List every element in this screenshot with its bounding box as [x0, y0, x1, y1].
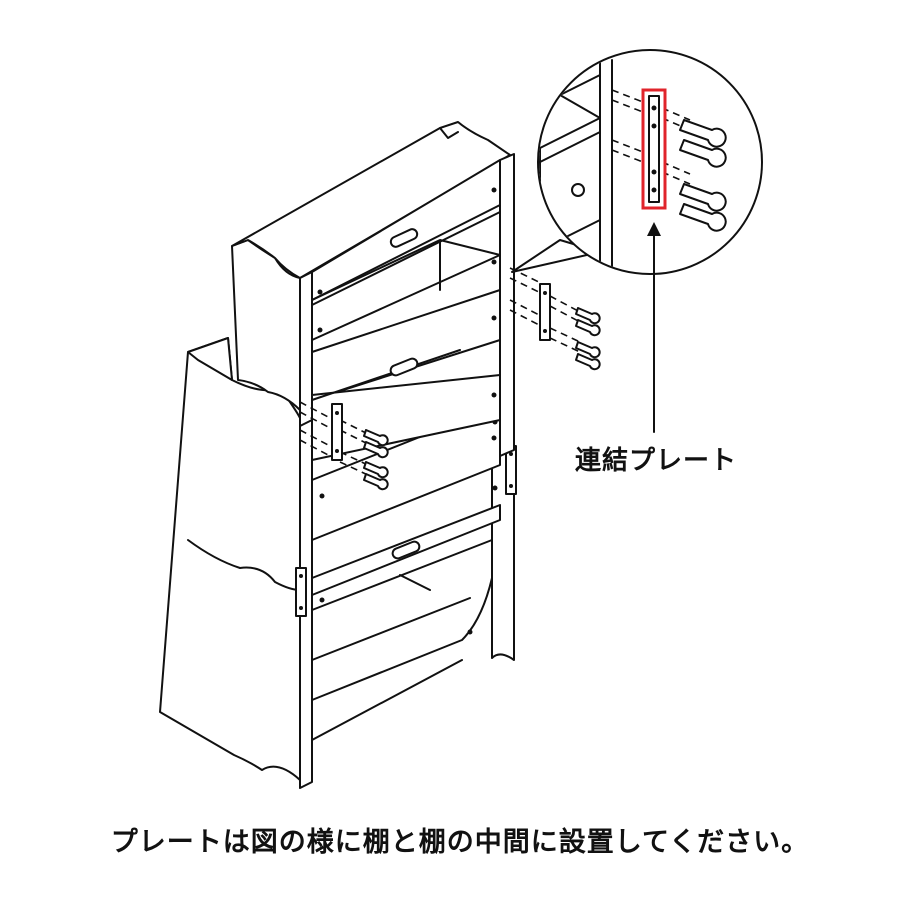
upper-shelf-board-4	[311, 374, 501, 461]
plate-hole	[543, 329, 547, 333]
lower-handle-slot	[391, 540, 421, 560]
screw-hole	[492, 485, 498, 491]
upper-front-right-rail	[499, 153, 515, 457]
upper-handle-slot-1	[389, 228, 419, 248]
lower-shelf-back-edge	[311, 574, 471, 741]
upper-top-board	[231, 121, 511, 279]
upper-shelf-unit	[231, 121, 515, 461]
screw-hole	[467, 629, 473, 635]
plate-hole	[335, 449, 339, 453]
zoom-connecting-plate	[648, 95, 660, 203]
plate-hole	[651, 187, 657, 193]
plate-hole	[651, 123, 657, 129]
exploded-plate-middle	[299, 401, 389, 491]
screw-group	[363, 429, 389, 491]
plate-hole	[651, 169, 657, 175]
screw-hole	[319, 597, 325, 603]
plate-hole	[299, 574, 303, 578]
screw-hole	[491, 187, 497, 193]
lower-shelf-board-3	[311, 539, 493, 701]
plate-hole	[299, 606, 303, 610]
upper-handle-slot-2	[389, 357, 419, 377]
screw-hole	[319, 493, 325, 499]
plate-hole	[543, 291, 547, 295]
plate-hole	[509, 484, 513, 488]
plate-hole	[335, 411, 339, 415]
zoom-guide-lines	[611, 89, 691, 185]
screw-hole	[317, 289, 323, 295]
screw-hole	[491, 259, 497, 265]
lower-front-right-rail	[491, 443, 515, 661]
zoom-callout	[511, 49, 763, 275]
screw-hole	[491, 315, 497, 321]
instruction-caption: プレートは図の様に棚と棚の中間に設置してください。	[110, 827, 810, 858]
leader-arrowhead	[647, 222, 661, 236]
screw-hole	[491, 392, 497, 398]
plate-hole	[509, 452, 513, 456]
installed-plate-left	[295, 567, 307, 617]
callout-leader	[647, 222, 661, 433]
lower-left-side-panel	[159, 337, 301, 781]
plate-hole	[651, 105, 657, 111]
zoom-hole	[571, 183, 585, 197]
connecting-plate	[331, 403, 343, 461]
upper-shelf-back-edges	[311, 239, 501, 401]
screw-hole	[317, 327, 323, 333]
guide-lines	[509, 267, 581, 353]
lower-unit-top	[187, 337, 233, 381]
exploded-plate-right	[509, 267, 601, 371]
screw-hole	[491, 435, 497, 441]
lower-left-panel-cut	[187, 539, 301, 591]
upper-shelf-board-3	[311, 289, 501, 401]
top-notch	[439, 127, 459, 139]
screw-group	[575, 307, 601, 371]
connecting-plate	[539, 283, 551, 341]
upper-shelf-board-1	[311, 159, 501, 301]
guide-lines	[299, 401, 371, 477]
callout-label: 連結プレート	[575, 446, 738, 476]
zoom-screw-group	[679, 119, 727, 232]
